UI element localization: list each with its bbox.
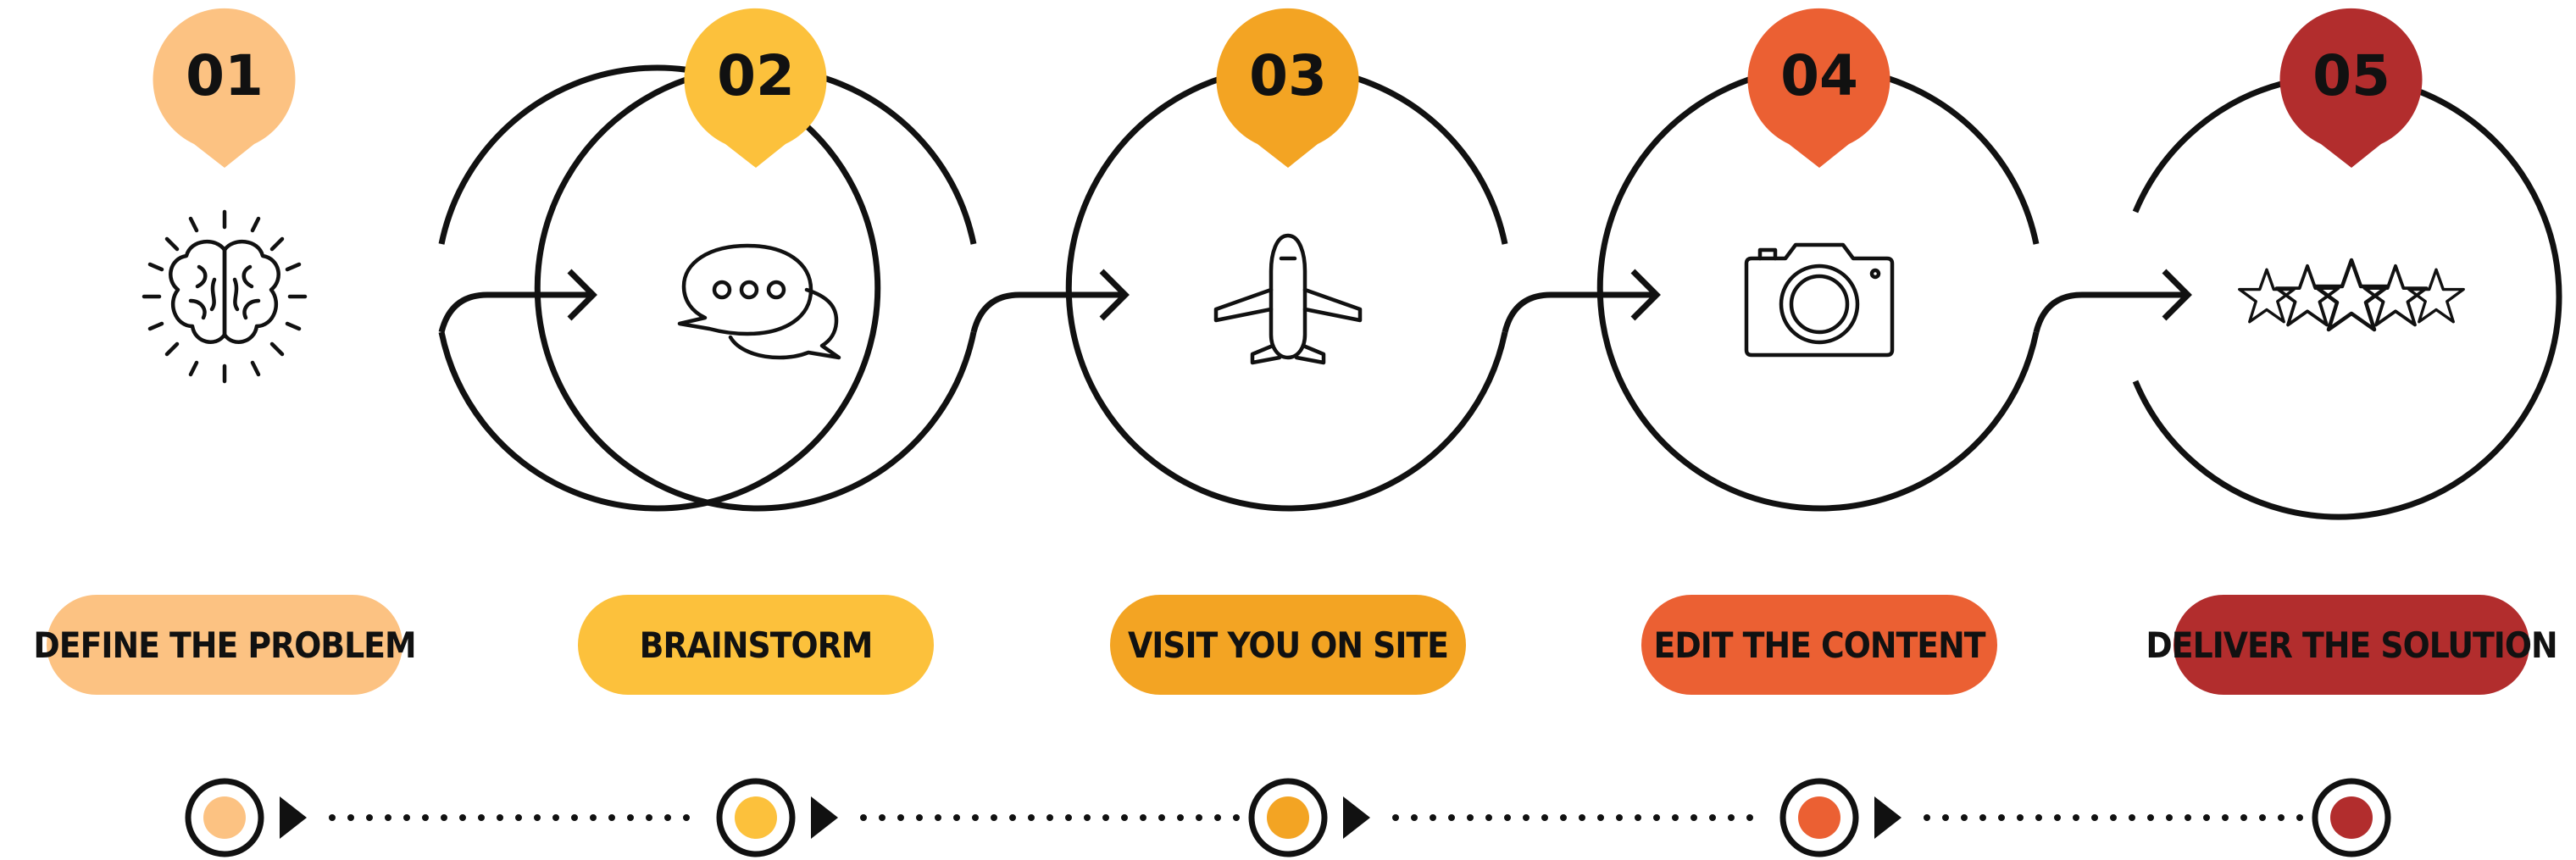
step-1-ring xyxy=(438,64,881,512)
step-1-label: DEFINE THE PROBLEM xyxy=(33,624,415,666)
step-1-label-pill: DEFINE THE PROBLEM xyxy=(33,595,417,695)
step-4-arrow xyxy=(2033,269,2192,333)
step-2: 02 xyxy=(534,8,1130,512)
timeline xyxy=(185,778,2391,857)
step-4-ring xyxy=(1596,64,2040,512)
step-3-ring xyxy=(1065,64,1508,512)
camera-icon xyxy=(1744,242,1895,358)
step-1-badge xyxy=(153,8,296,169)
step-2-arrow xyxy=(970,269,1130,333)
step-2-ring xyxy=(534,64,977,512)
step-5-number: 05 xyxy=(2312,43,2390,108)
step-4-label: EDIT THE CONTENT xyxy=(1654,624,1986,666)
timeline-arrow-4 xyxy=(1874,796,1901,839)
step-5-label: DELIVER THE SOLUTION xyxy=(2146,624,2557,666)
stars-rating-icon xyxy=(2238,258,2465,332)
timeline-node-2 xyxy=(716,778,796,857)
chat-bubbles-icon xyxy=(677,243,841,360)
timeline-node-5 xyxy=(2312,778,2391,857)
step-2-badge xyxy=(684,8,827,169)
step-4: 04 xyxy=(1596,8,2192,512)
step-1-arrow xyxy=(438,269,597,333)
timeline-arrow-2 xyxy=(811,796,838,839)
step-3: 03 xyxy=(1065,8,1661,512)
airplane-icon xyxy=(1213,233,1363,365)
timeline-arrow-1 xyxy=(280,796,307,839)
timeline-node-4 xyxy=(1779,778,1859,857)
brain-icon xyxy=(142,209,308,384)
timeline-arrow-3 xyxy=(1343,796,1370,839)
step-2-label-pill: BRAINSTORM xyxy=(578,595,934,695)
step-4-badge xyxy=(1747,8,1890,169)
step-3-arrow xyxy=(1502,269,1661,333)
step-3-badge xyxy=(1216,8,1359,169)
step-4-number: 04 xyxy=(1780,43,1858,108)
timeline-node-3 xyxy=(1248,778,1328,857)
step-5-ring xyxy=(2132,73,2562,520)
timeline-node-1 xyxy=(185,778,264,857)
step-3-label-pill: VISIT YOU ON SITE xyxy=(1110,595,1466,695)
step-1: 01 xyxy=(142,8,881,512)
step-2-number: 02 xyxy=(717,43,795,108)
step-5-label-pill: DELIVER THE SOLUTION xyxy=(2146,595,2558,695)
step-5-badge xyxy=(2279,8,2423,169)
step-2-label: BRAINSTORM xyxy=(640,624,873,666)
step-1-number: 01 xyxy=(186,43,264,108)
step-5: 05 xyxy=(2132,8,2562,520)
step-3-number: 03 xyxy=(1249,43,1327,108)
step-3-label: VISIT YOU ON SITE xyxy=(1128,624,1448,666)
step-4-label-pill: EDIT THE CONTENT xyxy=(1641,595,1997,695)
